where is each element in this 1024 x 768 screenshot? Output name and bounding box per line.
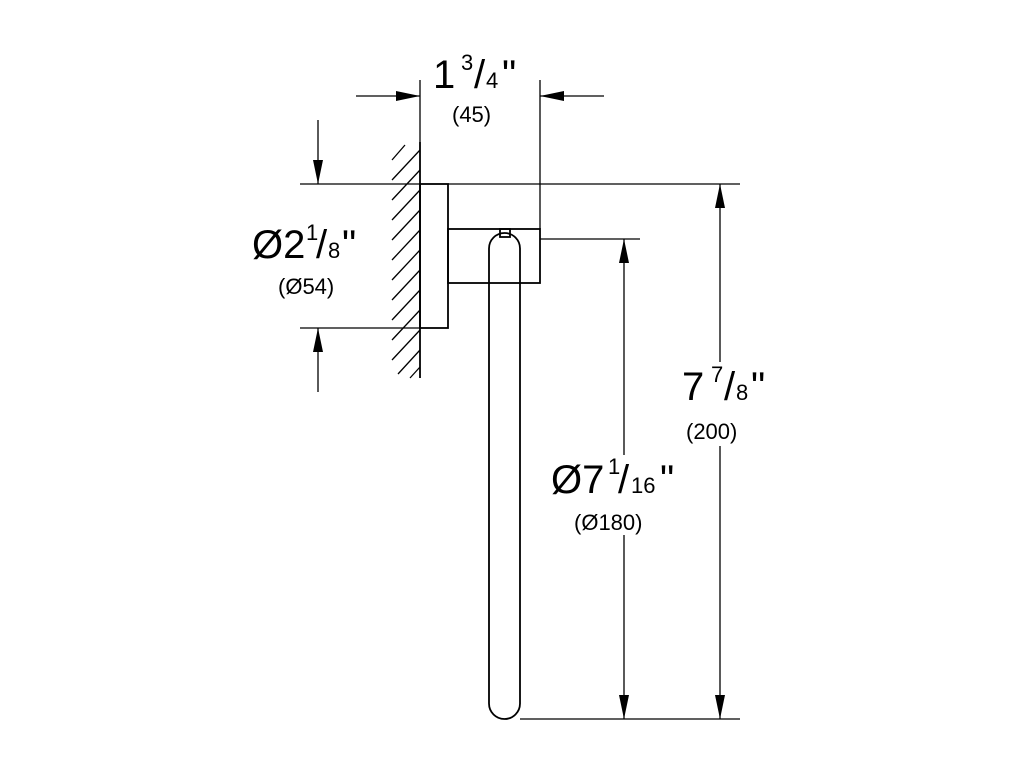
height-whole: 7 (682, 365, 704, 409)
rosette (419, 183, 449, 329)
depth-metric: (45) (452, 102, 491, 127)
depth-whole: 1 (433, 53, 455, 97)
height-unit: " (751, 365, 765, 409)
depth-den: 4 (486, 68, 498, 93)
towel-ring (488, 228, 521, 720)
height-num: 7 (711, 362, 723, 387)
rosette-unit: " (342, 223, 356, 267)
rosette-whole: Ø2 (252, 223, 305, 267)
arm (447, 228, 541, 284)
depth-num: 3 (461, 50, 473, 75)
height-metric: (200) (686, 419, 737, 444)
rosette-dimension (300, 120, 420, 392)
height-den: 8 (736, 380, 748, 405)
ring-slash: / (618, 458, 630, 502)
ring-whole: Ø7 (551, 458, 604, 502)
depth-slash: / (474, 53, 486, 97)
ring-dimension (520, 238, 740, 720)
ring-metric: (Ø180) (574, 510, 642, 535)
wall (391, 142, 421, 379)
ring-den: 16 (631, 473, 655, 498)
depth-unit: " (502, 53, 516, 97)
ring-unit: " (660, 458, 674, 502)
height-slash: / (724, 365, 736, 409)
depth-dimension (356, 80, 604, 229)
rosette-slash: / (316, 223, 328, 267)
rosette-den: 8 (328, 238, 340, 263)
rosette-num: 1 (306, 220, 318, 245)
ring-num: 1 (608, 454, 620, 479)
height-dimension (448, 183, 740, 719)
rosette-metric: (Ø54) (278, 274, 334, 299)
